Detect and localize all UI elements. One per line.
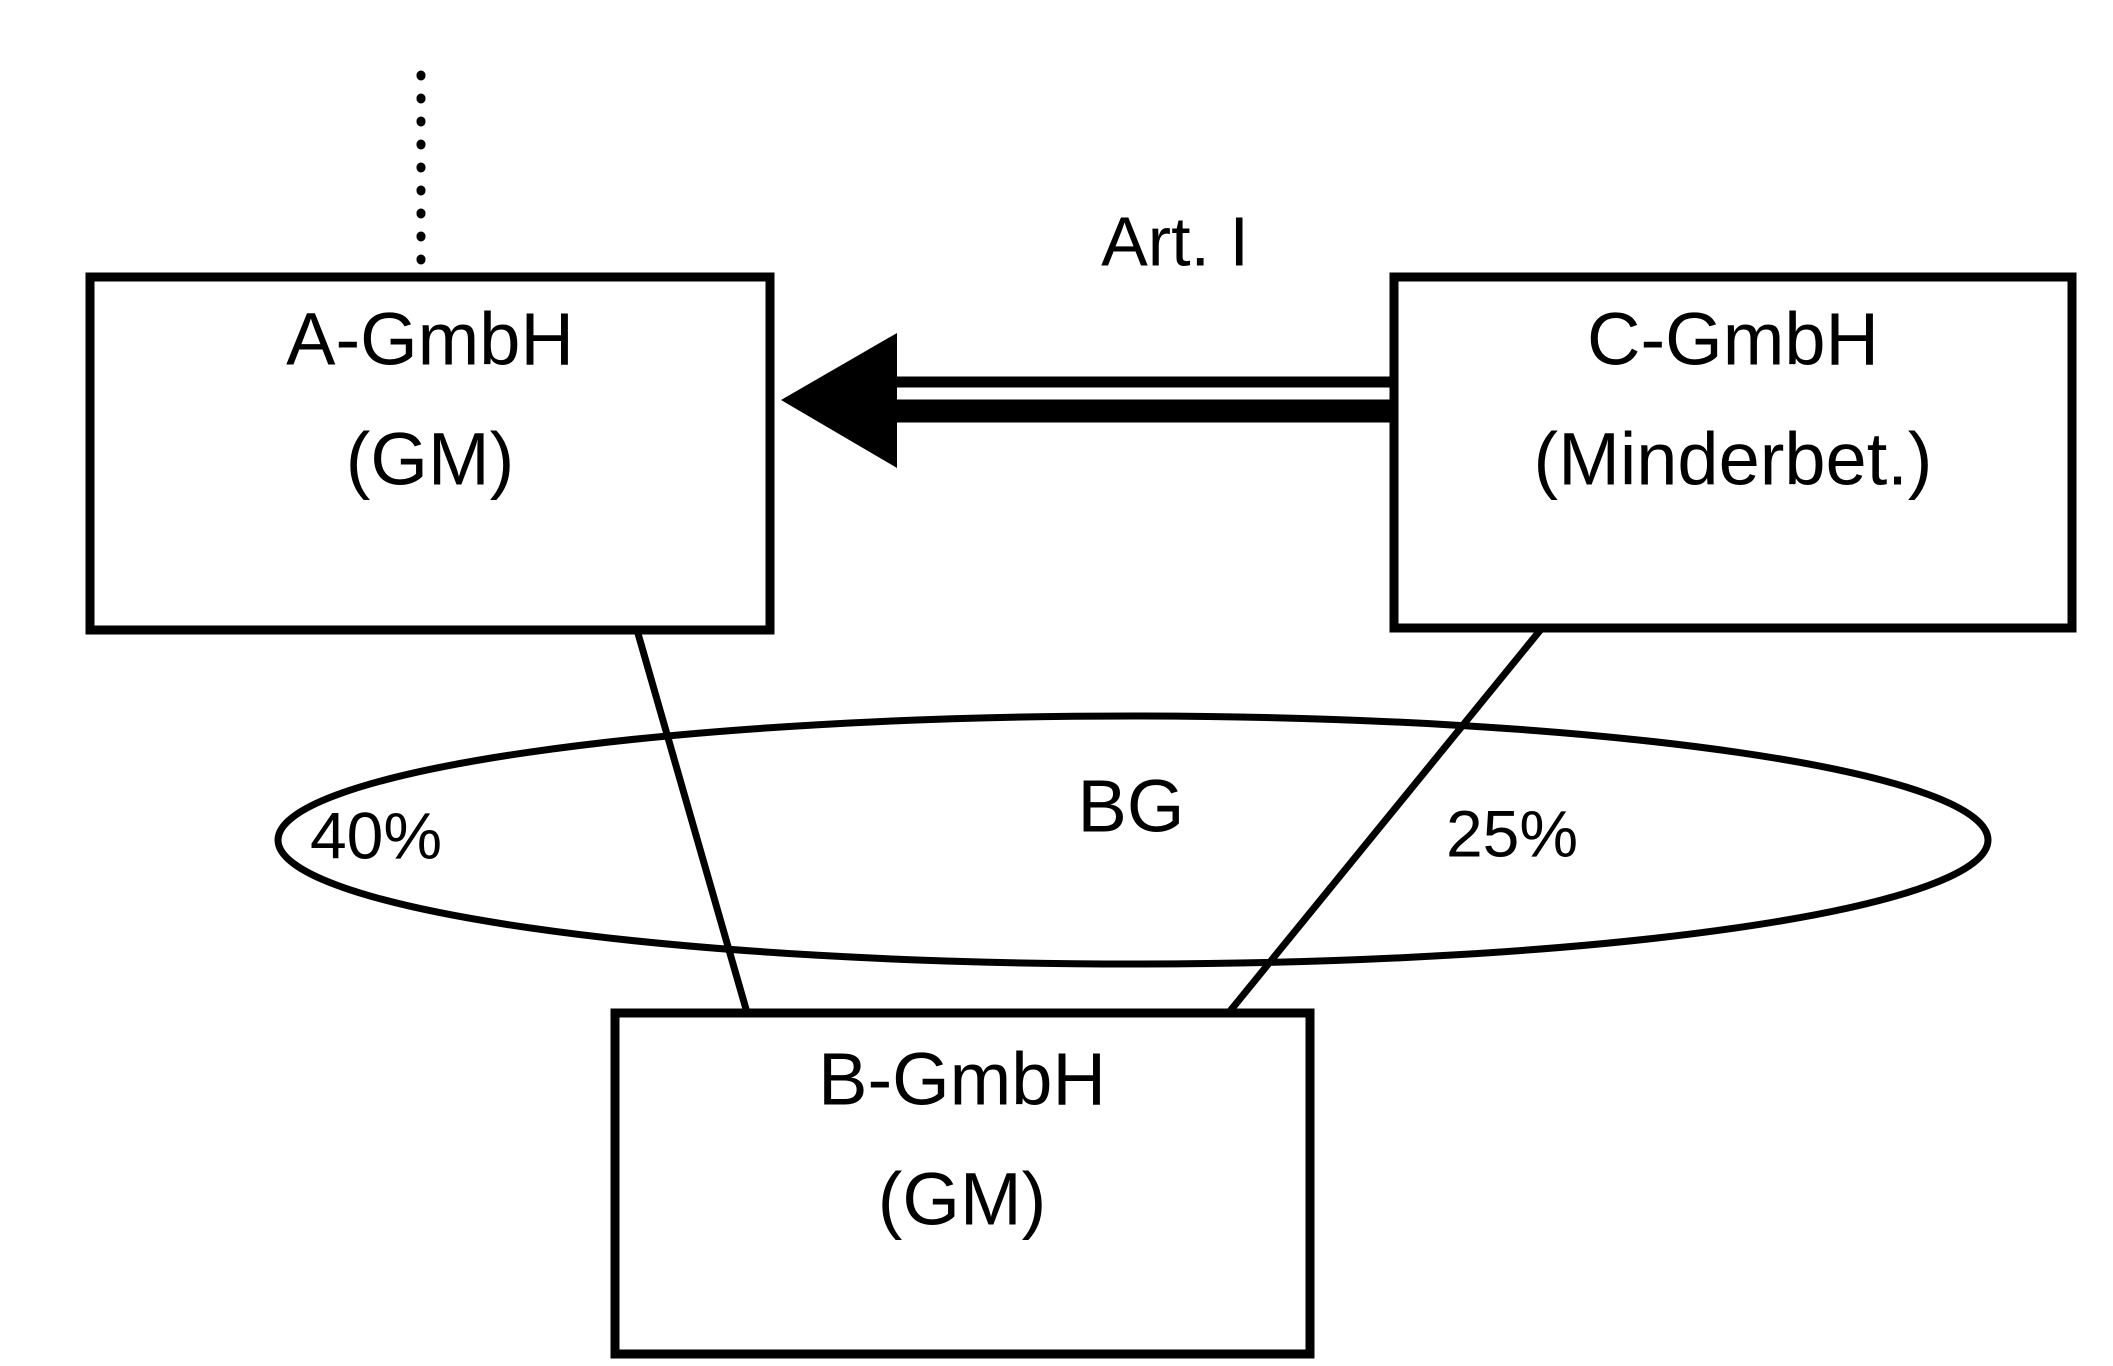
edge-label-25-percent: 25%	[1446, 796, 1578, 870]
node-box-c-gmbh[interactable]	[1389, 272, 2077, 633]
bg-group-ellipse	[274, 712, 1992, 968]
node-a-gmbh-line2: (GM)	[346, 418, 515, 501]
node-box-b-gmbh[interactable]	[610, 1008, 1315, 1359]
arrow-c-gmbh-to-a-gmbh	[781, 333, 1394, 468]
node-a-gmbh-line1: A-GmbH	[286, 298, 574, 381]
node-box-a-gmbh[interactable]	[85, 272, 775, 635]
arrow-head-left	[781, 333, 897, 468]
node-c-gmbh-line1: C-GmbH	[1587, 298, 1879, 381]
node-b-gmbh-line2: (GM)	[878, 1158, 1047, 1241]
connector-c-gmbh-to-b-gmbh	[1223, 625, 1545, 1019]
connector-a-gmbh-to-b-gmbh	[633, 629, 752, 1017]
node-b-gmbh-line1: B-GmbH	[818, 1038, 1106, 1121]
node-c-gmbh-line2: (Minderbet.)	[1534, 418, 1933, 501]
edge-label-40-percent: 40%	[310, 798, 442, 872]
group-label-bg: BG	[1078, 765, 1185, 848]
edge-label-art-i: Art. I	[1101, 202, 1249, 280]
